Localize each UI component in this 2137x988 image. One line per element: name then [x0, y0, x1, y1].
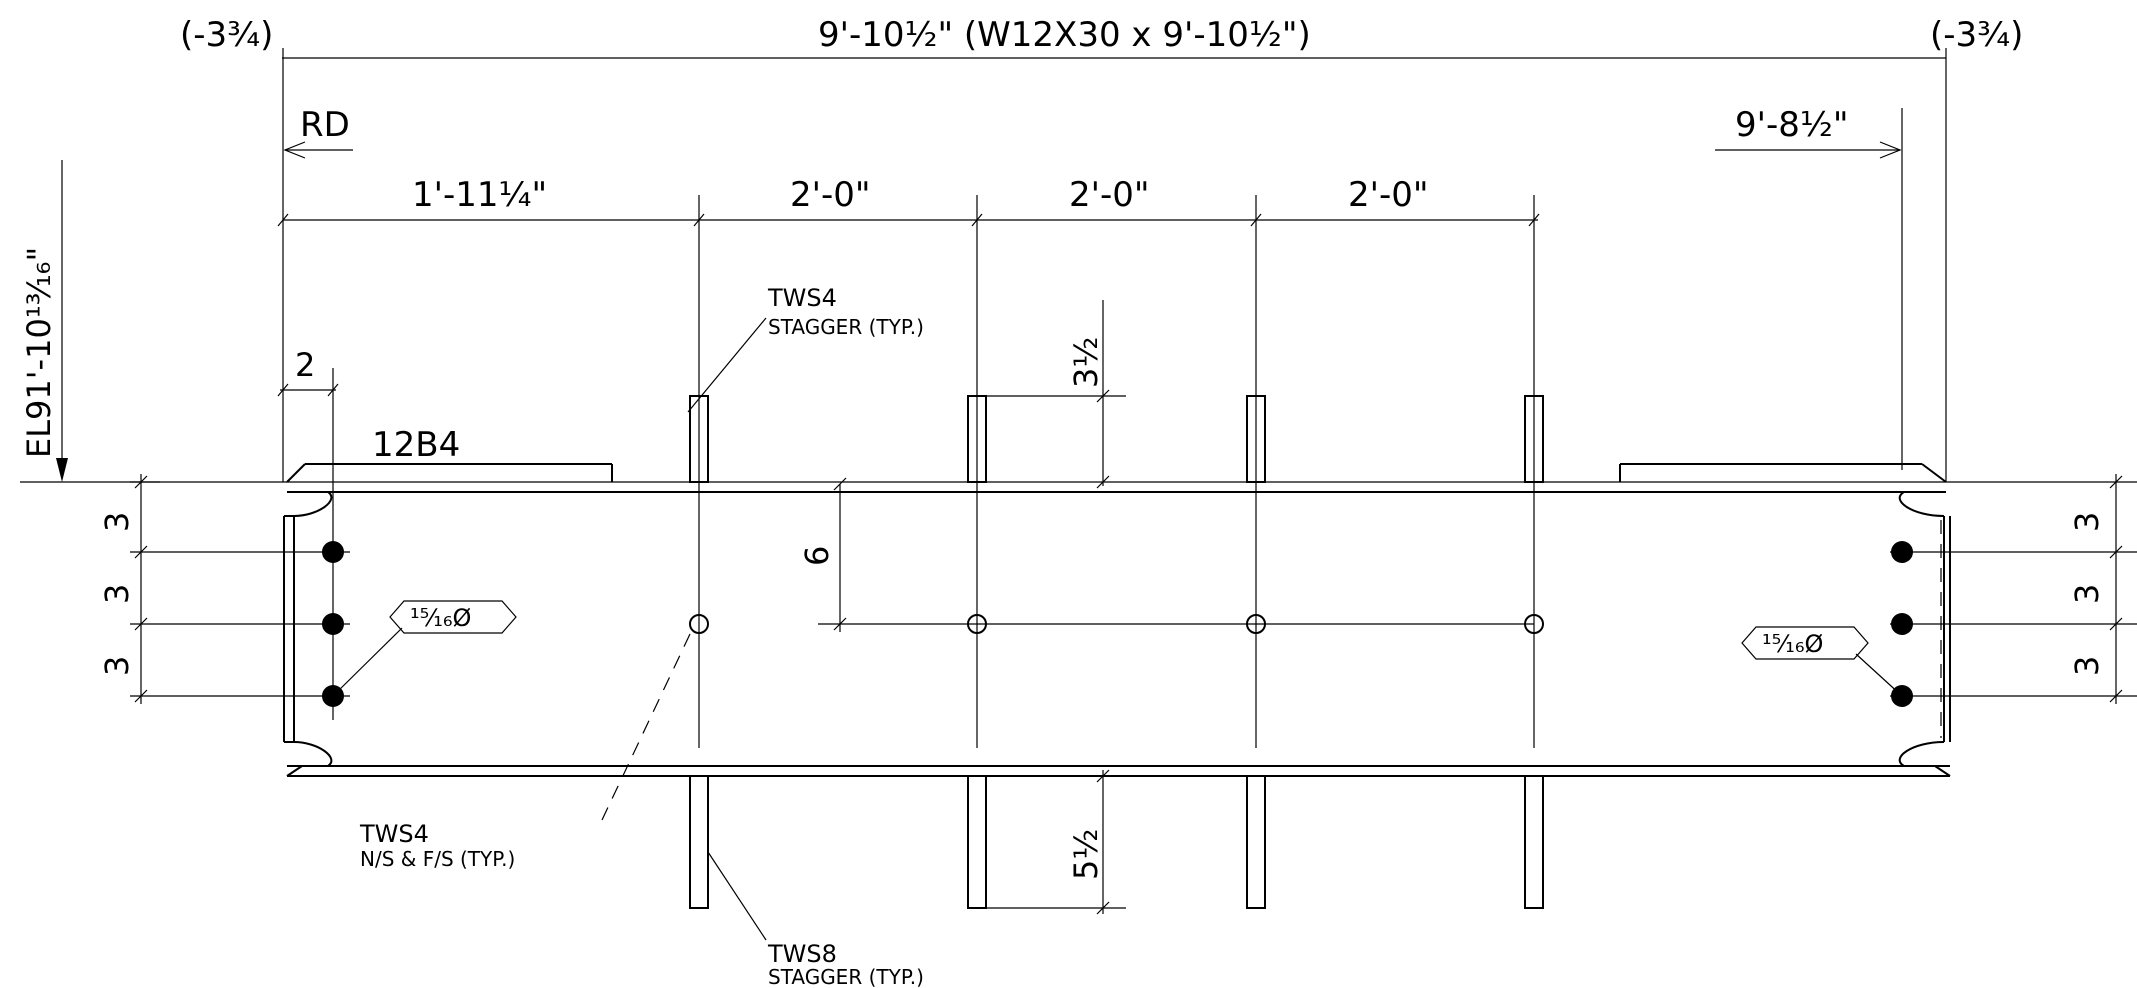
right-bolt-pitch-3: 3: [2068, 656, 2106, 676]
tws4-web-mark: TWS4: [359, 820, 429, 848]
hole-callout-right: [1741, 626, 1903, 697]
tws8-leader: [707, 851, 767, 941]
stiffener-top: [1246, 395, 1266, 483]
right-bolt-pitch-1: 3: [2068, 512, 2106, 532]
beam-w12x30: [20, 463, 2137, 777]
overall-dimension: [282, 48, 1947, 482]
hole-offset-label: 6: [798, 546, 836, 566]
stiffener-bottom-dim-label: 5½: [1067, 829, 1105, 880]
right-offset-label: (-3¾): [1930, 15, 2023, 55]
stiffener-top: [967, 395, 987, 483]
tws8-mark: TWS8: [767, 940, 837, 968]
spacing-dim-1: 1'-11¼": [412, 175, 547, 215]
tws8-note: STAGGER (TYP.): [768, 965, 924, 988]
stiffener-bottom: [967, 775, 987, 909]
top-stiffeners: [689, 395, 1544, 483]
hole-callout-left-label: ¹⁵⁄₁₆Ø: [410, 604, 471, 632]
web-hole: [1246, 614, 1266, 634]
bottom-stiffeners: [689, 775, 1544, 909]
stiffener-top-dim-label: 3½: [1067, 337, 1105, 388]
bolt-hole-filled: [1891, 613, 1913, 635]
beam-length-title: 9'-10½" (W12X30 x 9'-10½"): [818, 15, 1311, 55]
stiffener-top-dimension: [986, 300, 1126, 489]
web-hole: [1524, 614, 1544, 634]
top-of-steel-elevation: EL91'-10¹³⁄₁₆": [20, 247, 58, 458]
spacing-dimension-line: [277, 195, 1540, 748]
web-holes: [689, 614, 1544, 634]
hole-offset-dimension: [818, 477, 1534, 632]
stiffener-bottom: [689, 775, 709, 909]
stiffener-bottom-dimension: [986, 769, 1126, 915]
web-hole: [689, 614, 709, 634]
spacing-dim-3: 2'-0": [1069, 175, 1150, 215]
spacing-dim-2: 2'-0": [790, 175, 871, 215]
elevation-arrow: [56, 160, 68, 482]
rd-label: RD: [300, 105, 350, 145]
stiffener-bottom: [1524, 775, 1544, 909]
spacing-dim-4: 2'-0": [1348, 175, 1429, 215]
rd-arrow: [283, 141, 353, 159]
tws4-top-mark: TWS4: [767, 284, 837, 312]
left-bolt-pitch-2: 3: [98, 584, 136, 604]
hole-callout-right-label: ¹⁵⁄₁₆Ø: [1762, 630, 1823, 658]
right-bolt-pitch-2: 3: [2068, 584, 2106, 604]
left-bolt-pitch-3: 3: [98, 656, 136, 676]
bolt-hole-filled: [322, 541, 344, 563]
left-offset-label: (-3¾): [180, 15, 273, 55]
cope-mark-label: 12B4: [372, 425, 460, 465]
stiffener-bottom: [1246, 775, 1266, 909]
left-bolt-group: [130, 474, 350, 707]
right-workpoint-dimension: 9'-8½": [1735, 105, 1848, 145]
tws4-web-note: N/S & F/S (TYP.): [360, 847, 515, 871]
bolt-hole-filled: [322, 613, 344, 635]
hole-callout-left: [332, 600, 517, 697]
edge-distance-label: 2: [295, 346, 315, 384]
right-bolt-group: [1890, 474, 2137, 707]
left-bolt-pitch-1: 3: [98, 512, 136, 532]
web-hole: [967, 614, 987, 634]
tws4-top-leader: [687, 317, 767, 413]
tws4-top-note: STAGGER (TYP.): [768, 315, 924, 339]
bolt-hole-filled: [1891, 541, 1913, 563]
stiffener-top: [689, 395, 709, 483]
tws4-web-leader: [601, 633, 691, 821]
right-workpoint-arrow: [1715, 108, 1903, 470]
stiffener-top: [1524, 395, 1544, 483]
